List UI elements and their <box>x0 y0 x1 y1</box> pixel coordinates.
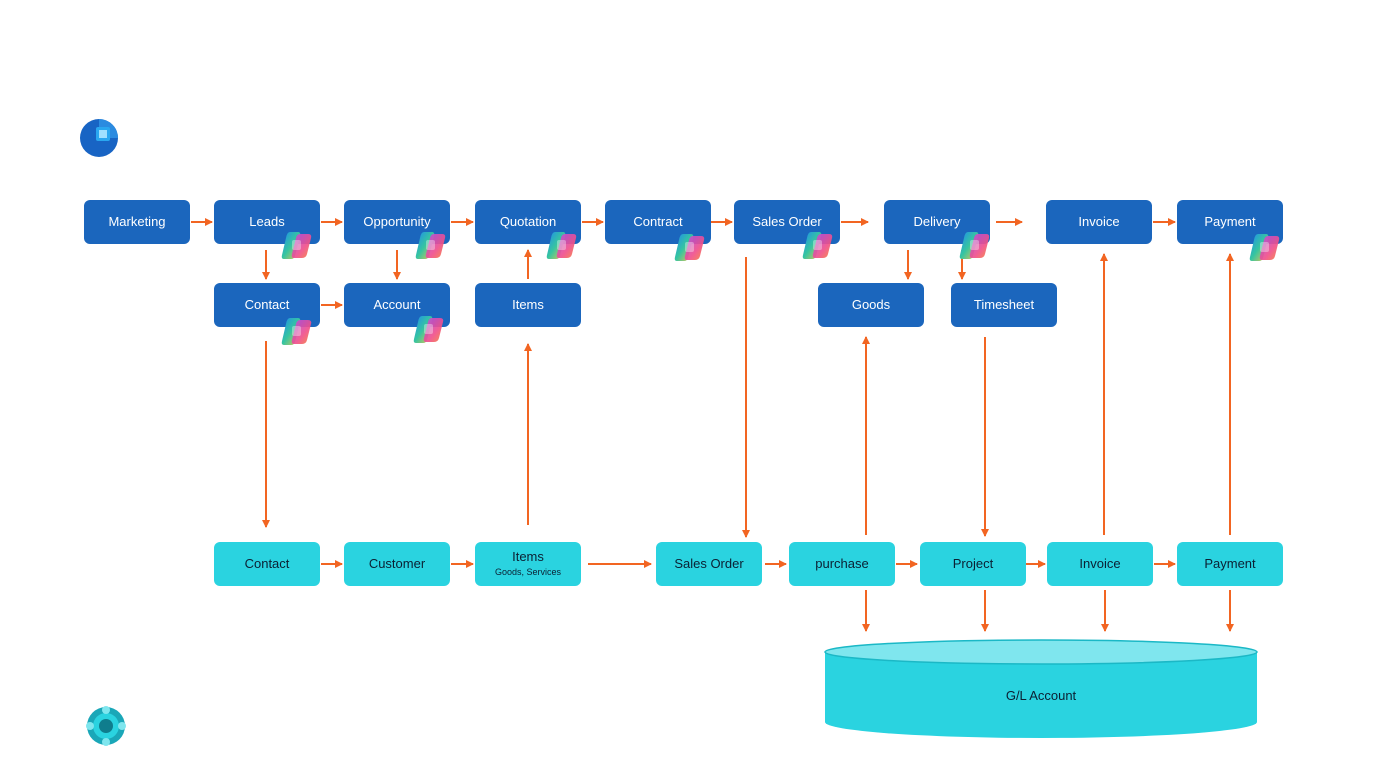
erp-customer: Customer <box>344 542 450 586</box>
crm-contract-label: Contract <box>633 213 683 229</box>
crm-payment-label: Payment <box>1204 213 1256 229</box>
ledger-arrows <box>862 590 1234 632</box>
crm-goods: Goods <box>818 283 924 327</box>
crm-invoice: Invoice <box>1046 200 1152 244</box>
crm-vertical-arrows <box>262 249 966 280</box>
crm-payment: Payment <box>1177 200 1283 244</box>
erp-items-label: Items <box>512 549 544 565</box>
gl-account-database <box>824 639 1258 738</box>
erp-purchase-label: purchase <box>815 555 869 571</box>
dynamics-365-sales-icon <box>80 119 118 157</box>
crm-contact: Contact <box>214 283 320 327</box>
erp-items: Items Goods, Services <box>475 542 581 586</box>
copilot-icon <box>1249 234 1280 261</box>
crm-row-arrows <box>191 218 1176 309</box>
erp-invoice-label: Invoice <box>1079 555 1121 571</box>
crm-quotation-label: Quotation <box>499 213 557 229</box>
copilot-icon <box>802 232 833 259</box>
copilot-icon <box>546 232 577 259</box>
crm-contact-label: Contact <box>244 296 290 312</box>
crm-goods-label: Goods <box>851 296 891 312</box>
copilot-icon <box>413 316 444 343</box>
copilot-icon <box>281 318 312 345</box>
erp-sales-order: Sales Order <box>656 542 762 586</box>
crm-timesheet: Timesheet <box>951 283 1057 327</box>
crm-marketing: Marketing <box>84 200 190 244</box>
copilot-icon <box>674 234 705 261</box>
crm-opportunity-label: Opportunity <box>363 213 431 229</box>
crm-items-label: Items <box>512 296 544 312</box>
erp-project-label: Project <box>952 555 994 571</box>
erp-contact-label: Contact <box>244 555 290 571</box>
crm-timesheet-label: Timesheet <box>973 296 1035 312</box>
crm-items: Items <box>475 283 581 327</box>
copilot-icon <box>281 232 312 259</box>
copilot-icon <box>415 232 446 259</box>
erp-payment: Payment <box>1177 542 1283 586</box>
erp-payment-label: Payment <box>1204 555 1256 571</box>
crm-invoice-label: Invoice <box>1078 213 1120 229</box>
copilot-icon <box>959 232 990 259</box>
dynamics-365-business-central-icon <box>86 706 126 746</box>
erp-sales-order-label: Sales Order <box>674 555 744 571</box>
erp-purchase: purchase <box>789 542 895 586</box>
integration-arrows <box>262 253 1234 538</box>
crm-marketing-label: Marketing <box>108 213 166 229</box>
crm-delivery-label: Delivery <box>913 213 961 229</box>
crm-leads-label: Leads <box>249 213 285 229</box>
gl-account-label: G/L Account <box>1005 688 1077 703</box>
erp-customer-label: Customer <box>368 555 426 571</box>
erp-project: Project <box>920 542 1026 586</box>
erp-invoice: Invoice <box>1047 542 1153 586</box>
erp-contact: Contact <box>214 542 320 586</box>
erp-items-sublabel: Goods, Services <box>494 567 562 578</box>
crm-sales-order-label: Sales Order <box>752 213 822 229</box>
crm-account-label: Account <box>373 296 421 312</box>
